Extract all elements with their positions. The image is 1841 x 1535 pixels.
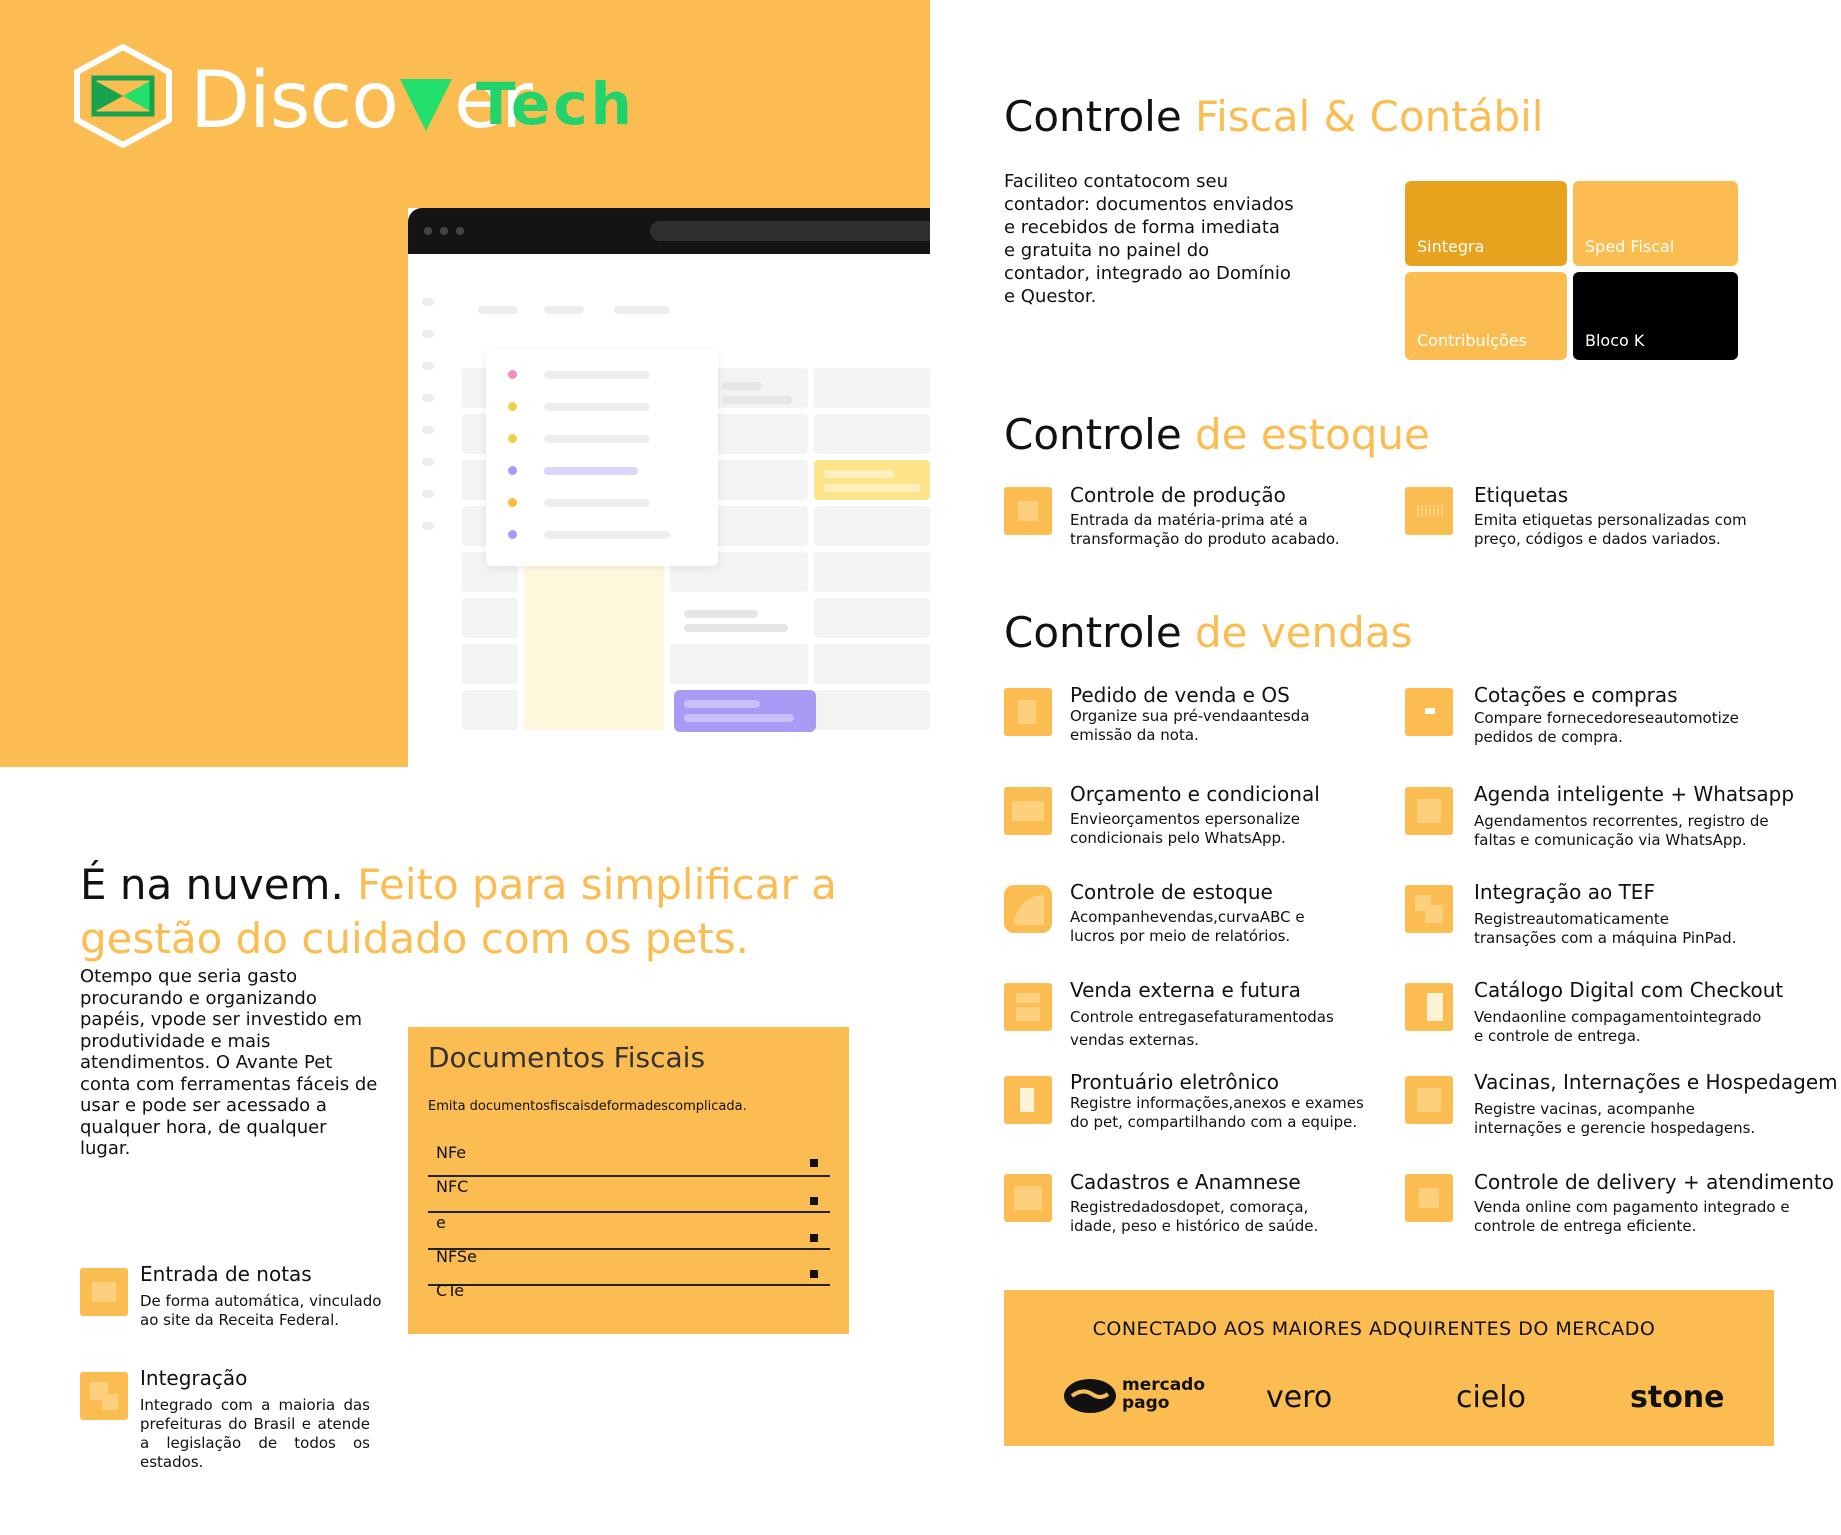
logo-hexagon-icon xyxy=(74,44,172,148)
fiscal-box-contribuicoes: Contribuições xyxy=(1405,272,1567,360)
external-sale-icon xyxy=(1004,983,1052,1031)
feature-desc: Registredadosdopet, comoraça, idade, pes… xyxy=(1070,1198,1319,1235)
feature-title: Integração xyxy=(140,1366,248,1390)
feature-title: Vacinas, Internações e Hospedagem xyxy=(1474,1070,1838,1094)
feature-desc: Controle entregasefaturamentodas vendas … xyxy=(1070,1008,1334,1049)
estoque-title: Controle de estoque xyxy=(1004,410,1430,459)
doc-row-label: NFe xyxy=(436,1143,467,1162)
feature-desc: Registre vacinas, acompanhe internações … xyxy=(1474,1100,1756,1137)
checkbox-icon[interactable] xyxy=(810,1197,818,1205)
feature-title: Etiquetas xyxy=(1474,483,1569,507)
mockup-sidebar xyxy=(422,298,436,530)
stock-chart-icon xyxy=(1004,885,1052,933)
window-dot-icon xyxy=(424,227,432,235)
feature-desc: Acompanhevendas,curvaABC e lucros por me… xyxy=(1070,908,1305,945)
feature-title: Integração ao TEF xyxy=(1474,880,1655,904)
mockup-dropdown xyxy=(486,350,718,566)
fiscal-description: Faciliteo contatocom seu contador: docum… xyxy=(1004,171,1294,307)
acquirers-banner: CONECTADO AOS MAIORES ADQUIRENTES DO MER… xyxy=(1004,1290,1774,1446)
app-mockup xyxy=(408,208,930,768)
feature-title: Catálogo Digital com Checkout xyxy=(1474,978,1784,1002)
doc-row-label: e xyxy=(436,1213,446,1232)
checkbox-icon[interactable] xyxy=(810,1270,818,1278)
feature-title: Agenda inteligente + Whatsapp xyxy=(1474,782,1795,806)
doc-row-label: NFSe xyxy=(436,1247,477,1266)
window-dot-icon xyxy=(440,227,448,235)
feature-title: Prontuário eletrônico xyxy=(1070,1070,1280,1094)
banner-title: CONECTADO AOS MAIORES ADQUIRENTES DO MER… xyxy=(1092,1318,1656,1340)
docs-title: Documentos Fiscais xyxy=(428,1041,706,1074)
vaccine-icon xyxy=(1405,1076,1453,1124)
checkbox-icon[interactable] xyxy=(810,1159,818,1167)
feature-title: Pedido de venda e OS xyxy=(1070,683,1290,707)
brand-cielo: cielo xyxy=(1456,1380,1526,1415)
fiscal-title: Controle Fiscal & Contábil xyxy=(1004,92,1544,141)
feature-desc: Compare fornecedoreseautomotize pedidos … xyxy=(1474,709,1739,746)
feature-title: Cotações e compras xyxy=(1474,683,1678,707)
cloud-description: Otempo que seria gasto procurando e orga… xyxy=(80,966,378,1159)
production-icon xyxy=(1004,487,1052,535)
window-dot-icon xyxy=(456,227,464,235)
handshake-icon xyxy=(1064,1379,1116,1413)
brand-stone: stone xyxy=(1630,1380,1725,1415)
logo-v-icon xyxy=(399,79,452,131)
feature-desc: Registreautomaticamente transações com a… xyxy=(1474,910,1737,947)
feature-desc: Emita etiquetas personalizadas com preço… xyxy=(1474,511,1747,548)
feature-desc: Agendamentos recorrentes, registro de fa… xyxy=(1474,812,1769,849)
checkbox-icon[interactable] xyxy=(810,1234,818,1242)
medical-record-icon xyxy=(1004,1076,1052,1124)
barcode-icon xyxy=(1405,487,1453,535)
quotation-icon xyxy=(1405,688,1453,736)
catalog-icon xyxy=(1405,983,1453,1031)
mockup-url-bar xyxy=(650,221,930,241)
cloud-title: É na nuvem. Feito para simplificar a ges… xyxy=(80,860,837,963)
doc-row-label: NFC xyxy=(436,1177,469,1196)
fiscal-box-sintegra: Sintegra xyxy=(1405,181,1567,266)
registry-icon xyxy=(1004,1174,1052,1222)
docs-subtitle: Emita documentosfiscaisdeformadescomplic… xyxy=(428,1099,747,1114)
event-block-purple xyxy=(674,690,816,732)
integration-icon xyxy=(80,1372,128,1420)
tef-icon xyxy=(1405,885,1453,933)
logo-tech: Tech xyxy=(476,70,635,138)
vendas-title: Controle de vendas xyxy=(1004,608,1413,657)
feature-desc: De forma automática, vinculado ao site d… xyxy=(140,1292,382,1329)
feature-desc: Vendaonline compagamentointegrado e cont… xyxy=(1474,1008,1762,1045)
fiscal-box-bloco-k: Bloco K xyxy=(1573,272,1738,360)
feature-title: Venda externa e futura xyxy=(1070,978,1301,1002)
brand-vero: vero xyxy=(1266,1380,1333,1415)
feature-title: Controle de produção xyxy=(1070,483,1286,507)
doc-row-divider xyxy=(428,1284,830,1286)
feature-title: Controle de delivery + atendimento xyxy=(1474,1170,1834,1194)
feature-desc: Envieorçamentos epersonalize condicionai… xyxy=(1070,810,1300,847)
invoice-entry-icon xyxy=(80,1268,128,1316)
feature-desc: Venda online com pagamento integrado e c… xyxy=(1474,1198,1790,1235)
feature-title: Cadastros e Anamnese xyxy=(1070,1170,1301,1194)
event-block-yellow xyxy=(814,460,930,500)
budget-icon xyxy=(1004,787,1052,835)
feature-desc: Integrado com a maioria das prefeituras … xyxy=(140,1396,370,1471)
feature-title: Orçamento e condicional xyxy=(1070,782,1320,806)
doc-row-divider xyxy=(428,1175,830,1177)
doc-row-divider xyxy=(428,1211,830,1213)
feature-desc: Registre informações,anexos e exames do … xyxy=(1070,1094,1364,1131)
fiscal-box-sped: Sped Fiscal xyxy=(1573,181,1738,266)
feature-title: Entrada de notas xyxy=(140,1262,312,1286)
feature-title: Controle de estoque xyxy=(1070,880,1273,904)
feature-desc: Entrada da matéria-prima até a transform… xyxy=(1070,511,1340,548)
delivery-icon xyxy=(1405,1174,1453,1222)
doc-row-label: CTe xyxy=(436,1281,465,1300)
agenda-icon xyxy=(1405,787,1453,835)
feature-desc: Organize sua pré-vendaantesda emissão da… xyxy=(1070,707,1310,744)
order-icon xyxy=(1004,688,1052,736)
doc-row-divider xyxy=(428,1248,830,1250)
fiscal-documents-card: Documentos Fiscais Emita documentosfisca… xyxy=(408,1027,849,1334)
